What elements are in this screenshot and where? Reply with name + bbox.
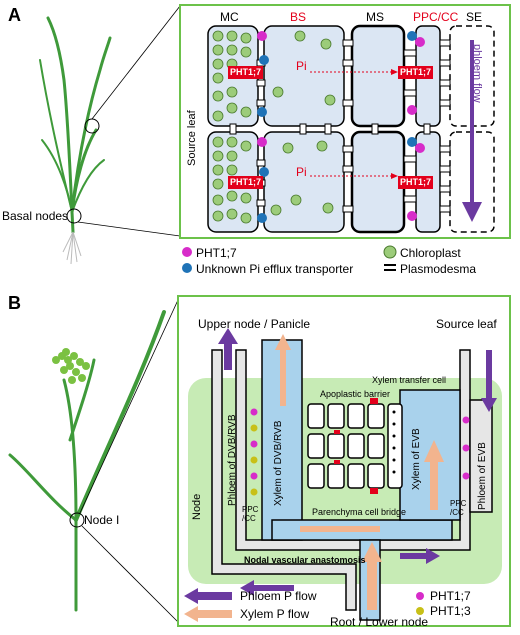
panel-a-letter: A [8, 5, 21, 25]
rice-plant-a [39, 16, 112, 234]
legend-pht17-icon [416, 592, 424, 600]
legend-pht-label: PHT1;7 [196, 246, 237, 260]
pi-label-bottom: Pi [296, 165, 307, 179]
parenchyma-bridge-label: Parenchyma cell bridge [312, 507, 407, 517]
legend-pht13-icon [416, 607, 424, 615]
panicle [52, 348, 90, 384]
xylem-dvb-label: Xylem of DVB/RVB [273, 420, 284, 506]
nodal-anastomosis-label: Nodal vascular anastomosis [244, 555, 366, 565]
pht-tag-mc-top: PHT1;7 [228, 66, 264, 79]
xylem-evb-label: Xylem of EVB [411, 428, 422, 490]
panel-b-letter: B [8, 293, 21, 313]
transfer-cell-dots [392, 410, 396, 474]
ppc-cc-right-2: /CC [450, 508, 464, 517]
legend-efflux-label: Unknown Pi efflux transporter [196, 262, 354, 276]
legend-b-arrows [184, 588, 232, 622]
panel-b-frame [177, 295, 511, 627]
apoplastic-barrier-marks [334, 398, 378, 494]
legend-chloroplast-icon [383, 245, 397, 259]
label-mc: MC [220, 10, 239, 24]
node-label: Node [191, 493, 203, 520]
phloem-flow-arrow [462, 202, 482, 222]
root-lower-node-label: Root / Lower node [330, 615, 429, 629]
basal-nodes-label: Basal nodes [2, 209, 69, 223]
phloem-dvb-label: Phloem of DVB/RVB [227, 414, 238, 506]
ms-cells [350, 24, 406, 234]
chloroplasts [212, 30, 336, 224]
panel-a-frame [179, 4, 511, 239]
phloem-evb-label: Phloem of EVB [477, 442, 488, 510]
legend-chloroplast-label: Chloroplast [400, 246, 461, 260]
node-i-label: Node I [84, 513, 120, 527]
label-ms: MS [366, 10, 384, 24]
plasmodesmata-a [229, 39, 451, 213]
pht-tag-ppc-bottom: PHT1;7 [398, 176, 434, 189]
xylem-flow-arrows [275, 334, 444, 610]
phloem-flow-arrows [218, 328, 497, 596]
xylem-transfer-cell-label: Xylem transfer cell [372, 375, 447, 385]
legend-phloem-flow: Phloem P flow [240, 589, 317, 603]
phloem-tubes [211, 349, 493, 611]
legend-plasmodesma-label: Plasmodesma [400, 262, 477, 276]
upper-node-label: Upper node / Panicle [198, 317, 311, 331]
parenchyma-cells [307, 403, 403, 489]
source-leaf-b-label: Source leaf [436, 317, 497, 331]
node-i-circle [69, 512, 85, 528]
label-bs: BS [290, 10, 307, 24]
pht-tag-ppc-top: PHT1;7 [398, 66, 434, 79]
basal-node-circle [66, 208, 82, 224]
apoplastic-barrier-label: Apoplastic barrier [320, 389, 391, 399]
ppc-cc-label-2: /CC [242, 514, 256, 523]
legend-efflux-icon [182, 263, 192, 273]
transporters-a [257, 31, 425, 223]
legend-pht13-label: PHT1;3 [430, 604, 471, 618]
pi-arrows [310, 71, 392, 177]
label-ppc-cc: PPC/CC [413, 10, 459, 24]
legend-pht17-label: PHT1;7 [430, 589, 471, 603]
label-se: SE [466, 10, 483, 24]
legend-pht-icon [182, 247, 192, 257]
pi-label-top: Pi [296, 59, 307, 73]
rice-plant-b [8, 310, 166, 612]
ppc-cc-right-1: PPC [450, 499, 467, 508]
roots-a [62, 231, 82, 265]
legend-xylem-flow: Xylem P flow [240, 607, 310, 621]
ppc-cc-label-1: PPC [242, 505, 259, 514]
ppc-transporters [250, 408, 470, 496]
pht-tag-mc-bottom: PHT1;7 [228, 176, 264, 189]
